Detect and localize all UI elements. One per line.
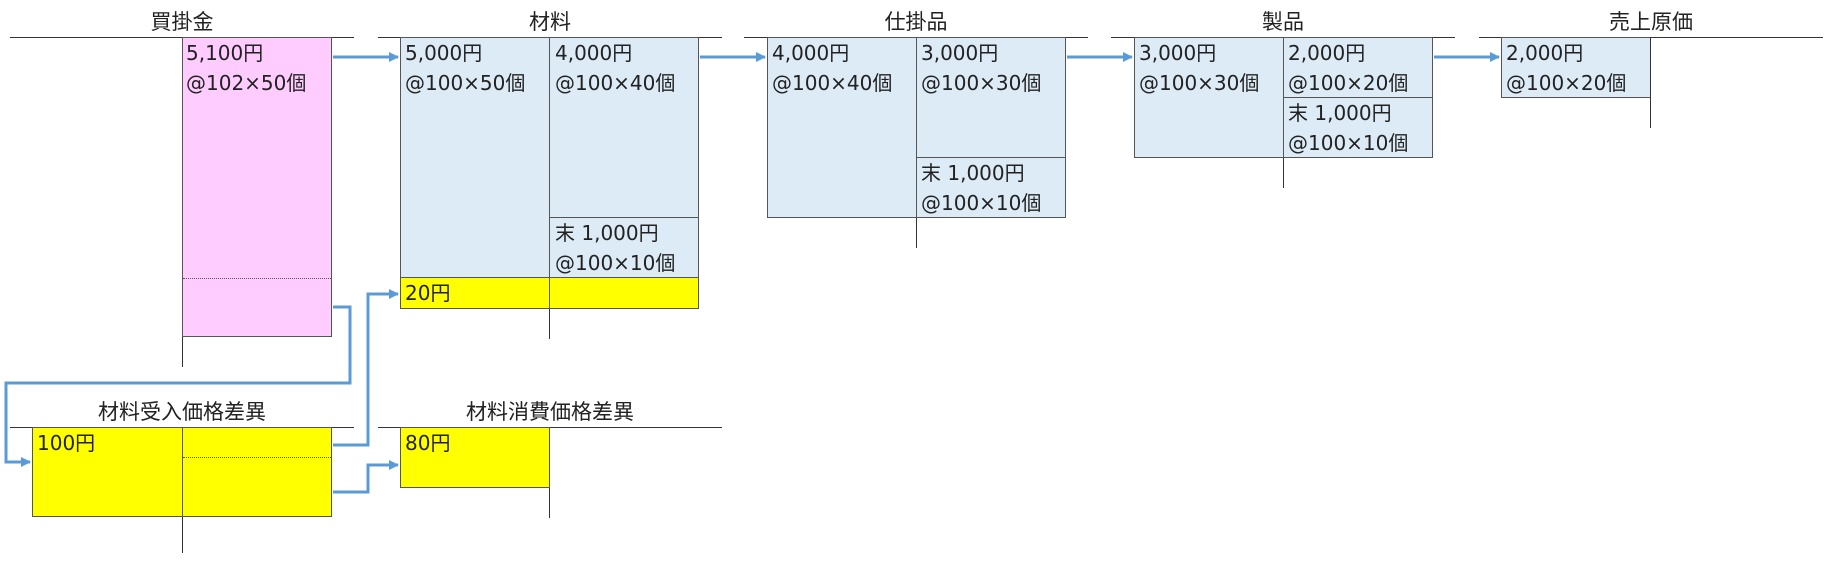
wip-debit-box <box>767 37 917 218</box>
wip-credit-box <box>916 37 1066 158</box>
materials-title: 材料 <box>529 10 571 34</box>
finished-debit-box <box>1134 37 1284 158</box>
materials-credit-detail: @100×40個 <box>555 71 676 95</box>
purchase-variance-amount: 100円 <box>37 431 96 455</box>
usage-variance-title: 材料消費価格差異 <box>466 400 634 424</box>
materials-debit-box <box>400 37 550 278</box>
payables-credit-amount: 5,100円 <box>186 41 264 65</box>
cogs-header-line <box>1479 37 1823 38</box>
usage-variance-header-line <box>378 427 722 428</box>
purchase-variance-credit-box <box>182 427 332 517</box>
finished-title: 製品 <box>1262 10 1304 34</box>
finished-ending-box <box>1283 97 1433 158</box>
usage-variance-center-line <box>549 488 550 518</box>
materials-credit-box <box>549 37 699 218</box>
arrow-purchase-variance-to-materials <box>333 289 399 447</box>
materials-variance-credit-box <box>549 277 699 309</box>
wip-center-line <box>916 218 917 248</box>
wip-debit-amount: 4,000円 <box>772 41 850 65</box>
payables-title: 買掛金 <box>150 10 214 34</box>
materials-variance-debit-box <box>400 277 550 309</box>
materials-debit-amount: 5,000円 <box>405 41 483 65</box>
wip-title: 仕掛品 <box>884 10 948 34</box>
cogs-title: 売上原価 <box>1609 10 1693 34</box>
usage-variance-debit-box <box>400 427 550 488</box>
finished-center-line <box>1283 158 1284 188</box>
wip-credit-amount: 3,000円 <box>921 41 999 65</box>
finished-credit-box <box>1283 37 1433 98</box>
cogs-debit-amount: 2,000円 <box>1506 41 1584 65</box>
finished-credit-detail: @100×20個 <box>1288 71 1409 95</box>
wip-ending-detail: @100×10個 <box>921 191 1042 215</box>
wip-credit-detail: @100×30個 <box>921 71 1042 95</box>
finished-ending-detail: @100×10個 <box>1288 131 1409 155</box>
payables-credit-box <box>182 37 332 337</box>
cogs-debit-box <box>1501 37 1651 98</box>
payables-credit-detail: @102×50個 <box>186 71 307 95</box>
wip-ending-amount: 末 1,000円 <box>921 161 1025 185</box>
materials-variance-amount: 20円 <box>405 281 451 305</box>
finished-ending-amount: 末 1,000円 <box>1288 101 1392 125</box>
materials-center-line <box>549 309 550 339</box>
arrow-purchase-variance-to-usage-variance <box>333 460 399 494</box>
wip-ending-box <box>916 157 1066 218</box>
cogs-debit-detail: @100×20個 <box>1506 71 1627 95</box>
cogs-center-line <box>1650 37 1651 128</box>
payables-dotted-divider <box>183 278 331 279</box>
usage-variance-amount: 80円 <box>405 431 451 455</box>
finished-debit-amount: 3,000円 <box>1139 41 1217 65</box>
payables-center-line <box>182 337 183 367</box>
materials-ending-amount: 末 1,000円 <box>555 221 659 245</box>
purchase-variance-title: 材料受入価格差異 <box>98 400 266 424</box>
materials-debit-detail: @100×50個 <box>405 71 526 95</box>
wip-debit-detail: @100×40個 <box>772 71 893 95</box>
purchase-variance-dotted-divider <box>183 457 331 458</box>
finished-debit-detail: @100×30個 <box>1139 71 1260 95</box>
finished-credit-amount: 2,000円 <box>1288 41 1366 65</box>
arrow-payables-to-purchase-variance <box>4 305 352 467</box>
materials-credit-amount: 4,000円 <box>555 41 633 65</box>
materials-ending-detail: @100×10個 <box>555 251 676 275</box>
purchase-variance-debit-box <box>32 427 183 517</box>
purchase-variance-center-line <box>182 517 183 553</box>
